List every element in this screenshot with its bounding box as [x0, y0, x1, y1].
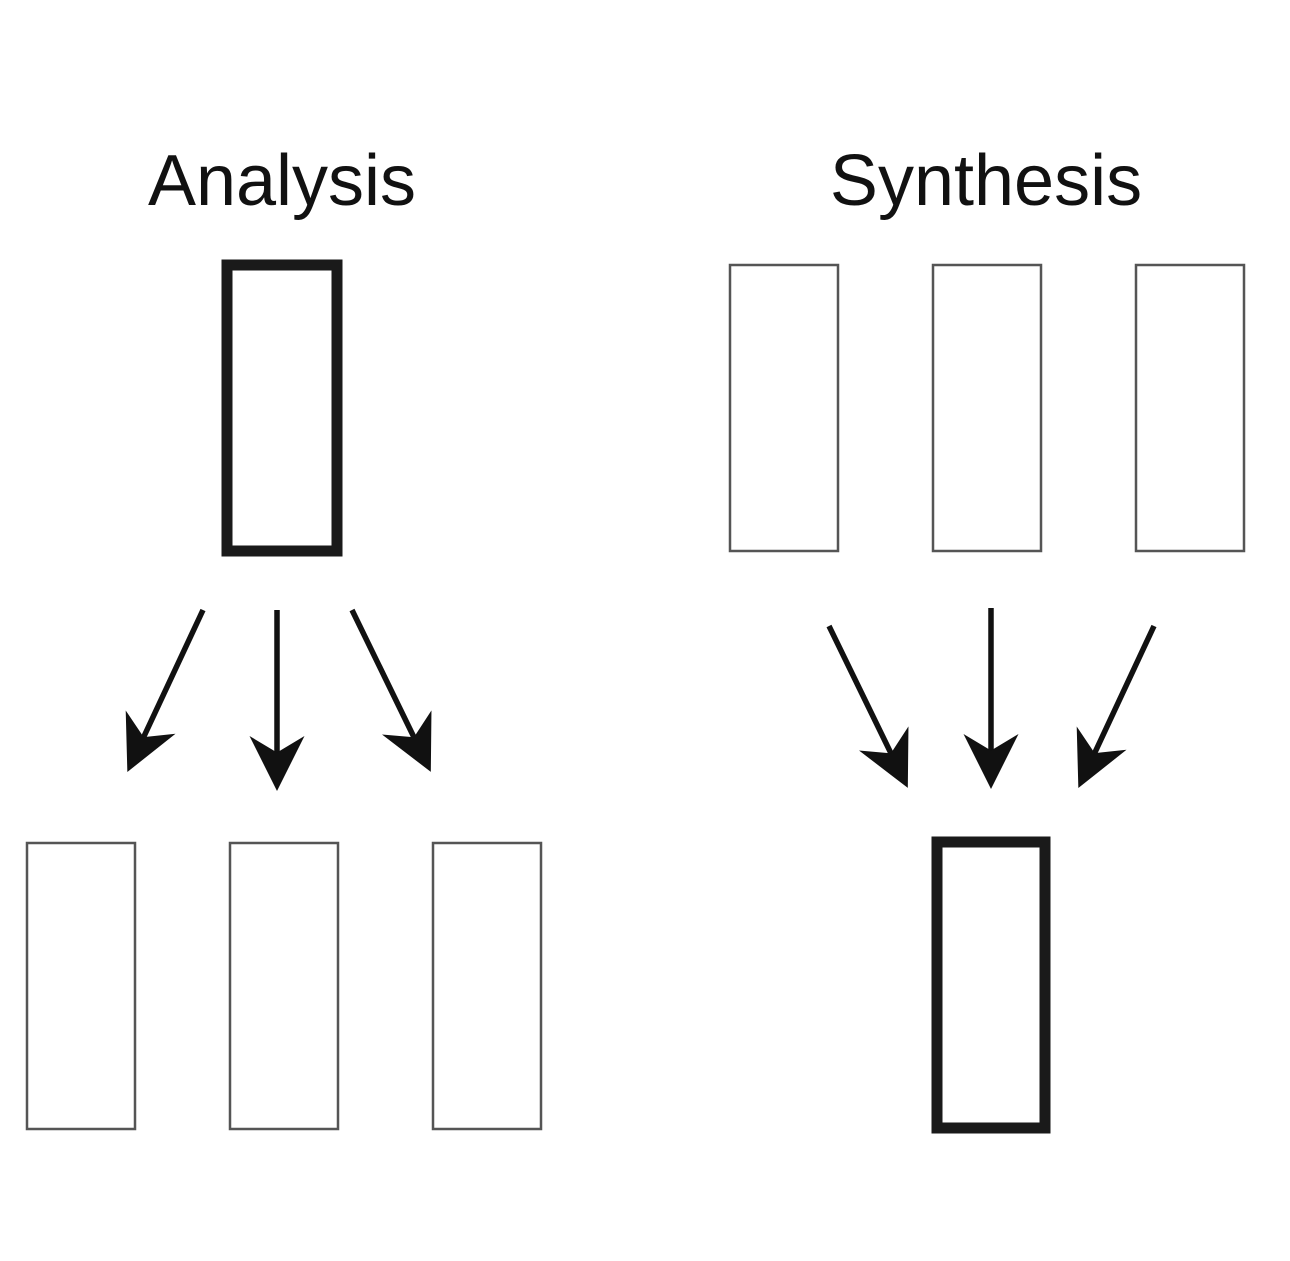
- analysis-part-box-1: [25, 841, 137, 1131]
- analysis-part-box-2: [228, 841, 340, 1131]
- synthesis-part-box-1: [728, 263, 840, 553]
- analysis-title: Analysis: [148, 141, 416, 221]
- analysis-panel: Analysis: [25, 141, 543, 1131]
- analysis-part-box-3: [431, 841, 543, 1131]
- synthesis-title: Synthesis: [830, 141, 1142, 221]
- analysis-arrow-right: [349, 608, 432, 772]
- synthesis-arrow-right: [1076, 624, 1157, 788]
- synthesis-panel: Synthesis: [728, 141, 1246, 1134]
- synthesis-result-box: [931, 836, 1051, 1134]
- synthesis-part-box-2: [931, 263, 1043, 553]
- analysis-arrow-left: [125, 608, 206, 772]
- analysis-source-box: [221, 259, 343, 557]
- synthesis-part-box-3: [1134, 263, 1246, 553]
- synthesis-arrow-left: [826, 624, 909, 788]
